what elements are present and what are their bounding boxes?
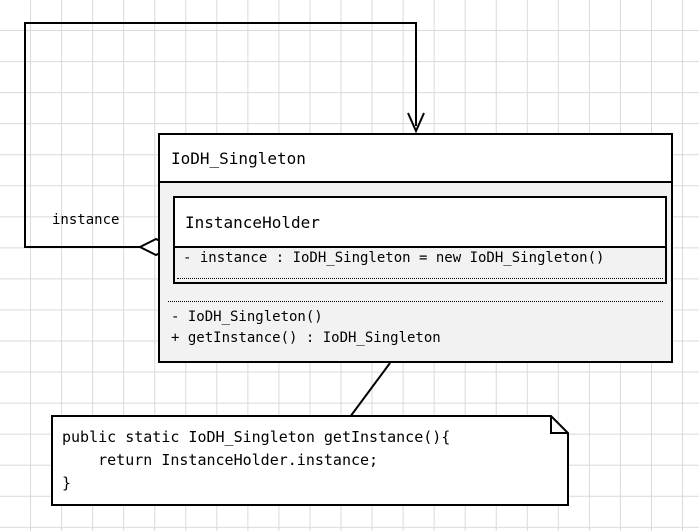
method-row: - IoDH_Singleton() xyxy=(171,309,323,325)
inner-class-title-compartment: InstanceHolder xyxy=(175,198,665,248)
compartment-divider xyxy=(177,278,663,279)
method-row: + getInstance() : IoDH_Singleton xyxy=(171,330,441,346)
note-outline xyxy=(51,415,569,506)
note-box[interactable]: public static IoDH_Singleton getInstance… xyxy=(51,415,569,506)
association-role-label: instance xyxy=(52,212,120,228)
class-title-compartment: IoDH_Singleton xyxy=(160,135,671,183)
note-code-text: public static IoDH_Singleton getInstance… xyxy=(62,428,451,492)
methods-divider xyxy=(168,301,663,302)
note-anchor-line xyxy=(349,362,391,418)
inner-class-name-label: InstanceHolder xyxy=(185,212,320,232)
note-shape xyxy=(51,415,569,506)
class-name-label: IoDH_Singleton xyxy=(171,148,306,168)
attribute-row: - instance : IoDH_Singleton = new IoDH_S… xyxy=(183,250,605,266)
inner-class-attributes-compartment: - instance : IoDH_Singleton = new IoDH_S… xyxy=(175,248,665,282)
open-arrow-icon xyxy=(407,112,425,134)
class-box-iodh-singleton[interactable]: IoDH_Singleton InstanceHolder - instance… xyxy=(158,133,673,363)
class-body-compartment: InstanceHolder - instance : IoDH_Singlet… xyxy=(160,183,671,363)
note-fold-icon xyxy=(550,416,568,434)
class-box-instanceholder[interactable]: InstanceHolder - instance : IoDH_Singlet… xyxy=(173,196,667,284)
class-methods-compartment: - IoDH_Singleton() + getInstance() : IoD… xyxy=(168,301,663,349)
